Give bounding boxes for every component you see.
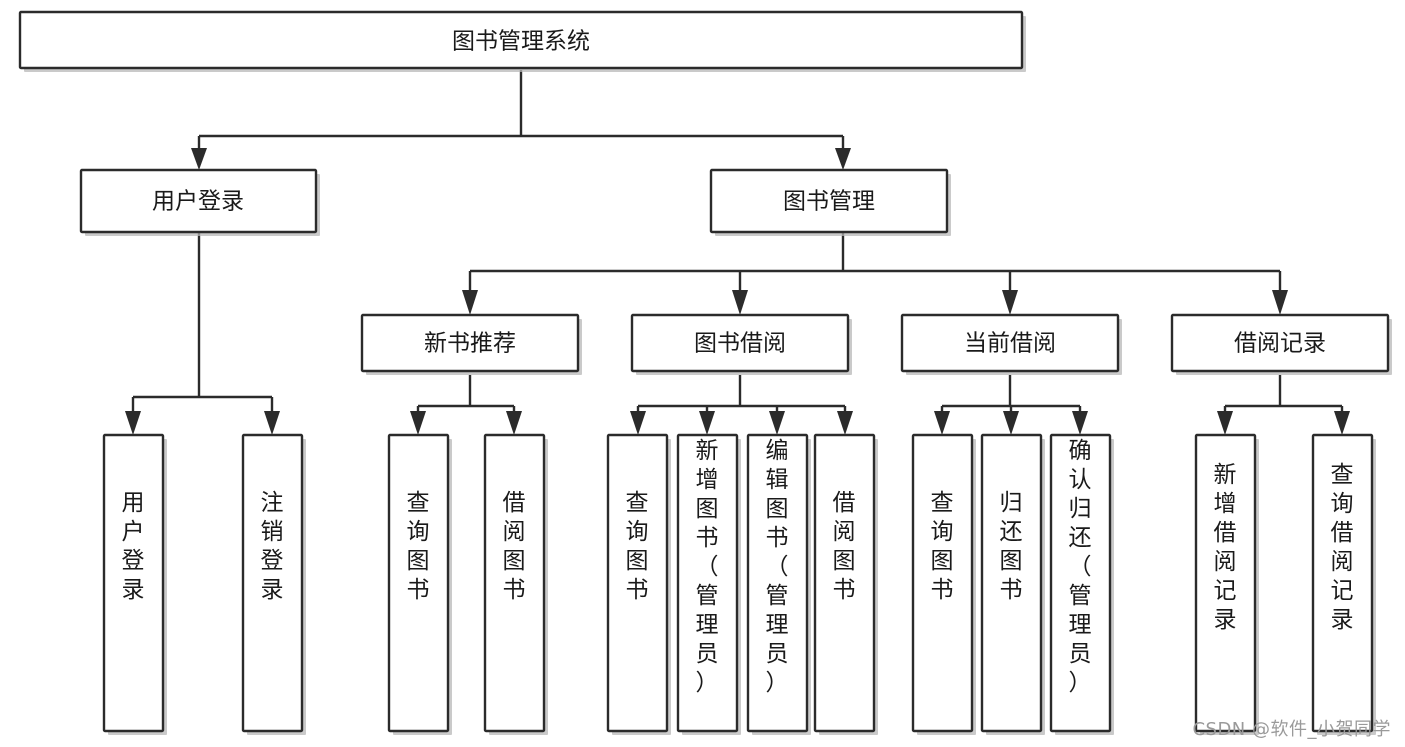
root-box[interactable] [18, 10, 1024, 70]
leaf-box[interactable] [241, 433, 304, 733]
book-manage-label: 图书管理 [783, 189, 875, 215]
arrow-head-currentborrow-leaf-3 [1072, 411, 1088, 435]
leaf-box[interactable] [980, 433, 1043, 733]
arrow-head-currentborrow-leaf-2 [1003, 411, 1019, 435]
leaf-current-borrow-query[interactable]: 查询图书 [911, 433, 976, 735]
book-manage-box[interactable] [709, 168, 949, 234]
leaf-label-vertical: 查询图书 [407, 490, 430, 603]
leaf-label-vertical: 用户登录 [122, 490, 145, 603]
leaf-new-book-query[interactable]: 查询图书 [387, 433, 452, 735]
arrow-head-bookborrow-leaf-3 [769, 411, 785, 435]
leaf-book-borrow-edit[interactable]: 编辑图书（管理员） [746, 433, 811, 735]
user-login-box[interactable] [79, 168, 318, 234]
leaf-label-vertical: 查询借阅记录 [1331, 462, 1354, 633]
arrow-head-leaf-user-login [125, 411, 141, 435]
leaf-box[interactable] [102, 433, 165, 733]
leaf-box[interactable] [1194, 433, 1257, 733]
current-borrow-label: 当前借阅 [964, 331, 1056, 357]
leaf-label-vertical: 查询图书 [931, 490, 954, 603]
arrow-head-book-manage [835, 148, 851, 170]
node-borrow-record[interactable]: 借阅记录 [1170, 313, 1392, 375]
user-login-label: 用户登录 [152, 189, 244, 215]
arrow-head-borrow-record [1272, 290, 1288, 315]
node-current-borrow[interactable]: 当前借阅 [900, 313, 1122, 375]
new-book-recommend-label: 新书推荐 [424, 331, 516, 357]
leaf-box[interactable] [746, 433, 809, 733]
arrow-head-new-book [462, 290, 478, 315]
leaf-borrow-record-add[interactable]: 新增借阅记录 [1194, 433, 1259, 735]
leaf-book-borrow-add[interactable]: 新增图书（管理员） [676, 433, 741, 735]
leaf-label-vertical: 借阅图书 [503, 490, 526, 603]
node-root[interactable]: 图书管理系统 [18, 10, 1026, 72]
book-borrow-label: 图书借阅 [694, 331, 786, 357]
leaf-box[interactable] [387, 433, 450, 733]
edge-layer [125, 70, 1350, 435]
arrow-head-bookborrow-leaf-1 [630, 411, 646, 435]
leaf-user-login-logout[interactable]: 注销登录 [241, 433, 306, 735]
leaf-borrow-record-query[interactable]: 查询借阅记录 [1311, 433, 1376, 735]
leaf-user-login-login[interactable]: 用户登录 [102, 433, 167, 735]
leaf-box[interactable] [911, 433, 974, 733]
arrow-head-leaf-logout [264, 411, 280, 435]
leaf-label-vertical: 新增图书（管理员） [696, 438, 719, 696]
arrow-head-borrowrecord-leaf-2 [1334, 411, 1350, 435]
node-user-login[interactable]: 用户登录 [79, 168, 320, 236]
leaf-label-vertical: 注销登录 [261, 490, 284, 603]
root-label: 图书管理系统 [452, 29, 590, 55]
arrow-head-newbook-leaf-2 [506, 411, 522, 435]
leaf-new-book-borrow[interactable]: 借阅图书 [483, 433, 548, 735]
leaf-label-vertical: 新增借阅记录 [1214, 462, 1237, 633]
new-book-recommend-box[interactable] [360, 313, 580, 373]
leaf-box[interactable] [483, 433, 546, 733]
node-book-borrow[interactable]: 图书借阅 [630, 313, 852, 375]
borrow-record-label: 借阅记录 [1234, 331, 1326, 357]
leaf-label-vertical: 确认归还（管理员） [1069, 438, 1092, 696]
leaf-box[interactable] [813, 433, 876, 733]
leaf-label-vertical: 编辑图书（管理员） [766, 438, 789, 696]
leaf-book-borrow-query[interactable]: 查询图书 [606, 433, 671, 735]
arrow-head-bookborrow-leaf-4 [837, 411, 853, 435]
book-borrow-box[interactable] [630, 313, 850, 373]
leaf-current-borrow-return[interactable]: 归还图书 [980, 433, 1045, 735]
borrow-record-box[interactable] [1170, 313, 1390, 373]
node-new-book-recommend[interactable]: 新书推荐 [360, 313, 582, 375]
arrow-head-book-borrow [732, 290, 748, 315]
arrow-head-bookborrow-leaf-2 [699, 411, 715, 435]
leaf-box[interactable] [1049, 433, 1112, 733]
leaf-box[interactable] [1311, 433, 1374, 733]
current-borrow-box[interactable] [900, 313, 1120, 373]
leaf-label-vertical: 借阅图书 [833, 490, 856, 603]
arrow-head-borrowrecord-leaf-1 [1217, 411, 1233, 435]
node-book-manage[interactable]: 图书管理 [709, 168, 951, 236]
leaf-label-vertical: 查询图书 [626, 490, 649, 603]
leaf-current-borrow-confirm[interactable]: 确认归还（管理员） [1049, 433, 1114, 735]
arrow-head-current-borrow [1002, 290, 1018, 315]
leaf-box[interactable] [606, 433, 669, 733]
leaf-book-borrow-borrow[interactable]: 借阅图书 [813, 433, 878, 735]
arrow-head-user-login [191, 148, 207, 170]
leaf-box[interactable] [676, 433, 739, 733]
arrow-head-currentborrow-leaf-1 [934, 411, 950, 435]
leaf-label-vertical: 归还图书 [1000, 490, 1023, 603]
arrow-head-newbook-leaf-1 [410, 411, 426, 435]
